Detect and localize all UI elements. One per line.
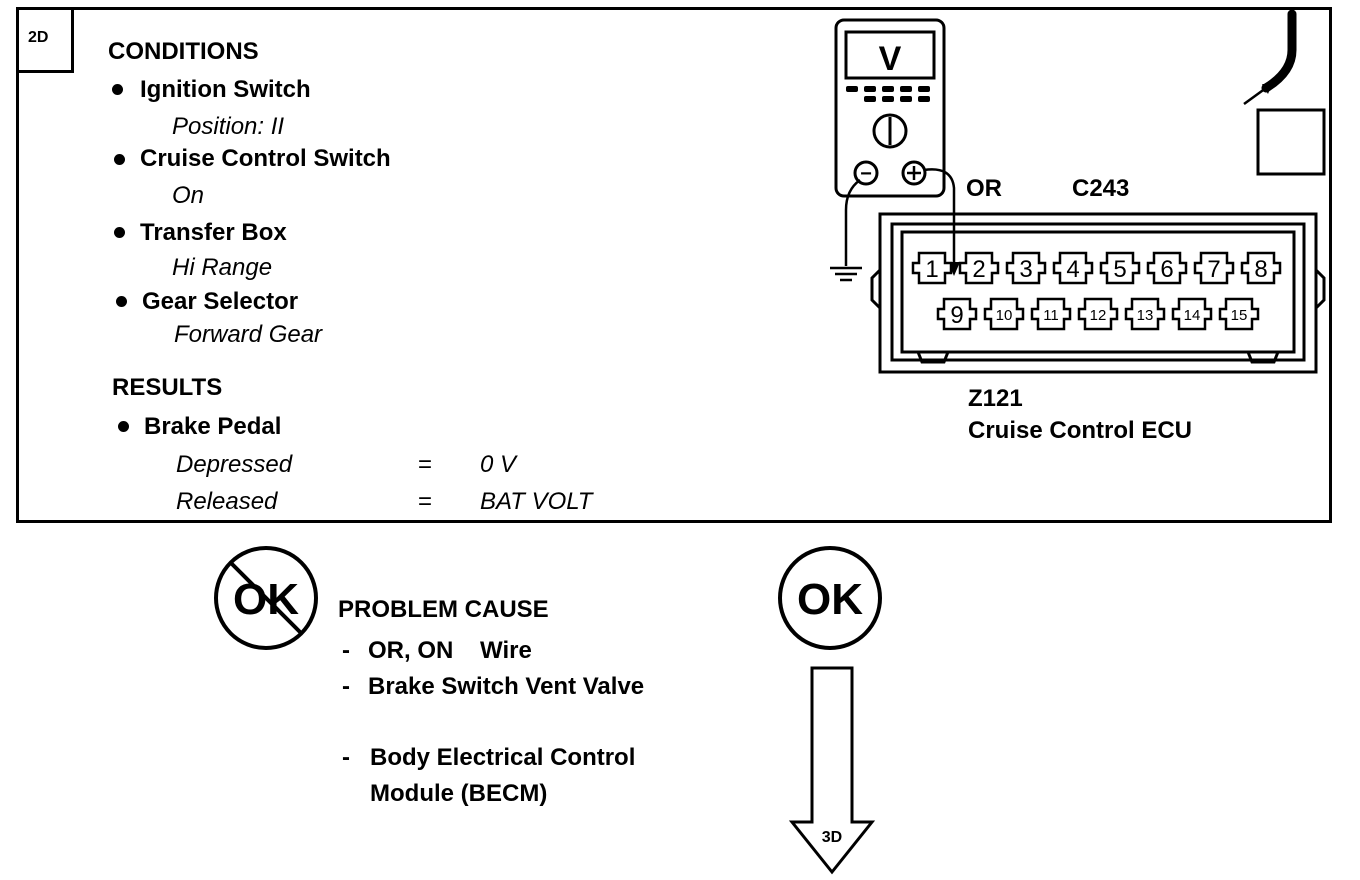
probe-lead xyxy=(923,168,956,270)
step-number-tab: 2D xyxy=(16,7,74,73)
next-step-label: 3D xyxy=(822,829,842,846)
ok-icon: OK xyxy=(778,546,882,650)
bullet-icon xyxy=(114,154,125,165)
connector-pins-bottom: 9 10 11 12 13 14 15 xyxy=(936,297,1260,331)
not-ok-icon: OK xyxy=(214,546,318,650)
connector-pin: 11 xyxy=(1030,297,1072,331)
connector-pin: 7 xyxy=(1193,251,1235,285)
result-equals: = xyxy=(418,451,433,478)
step-number: 2D xyxy=(28,29,49,46)
cause-dash: - xyxy=(342,637,350,664)
bullet-icon xyxy=(118,421,129,432)
condition-label: Ignition Switch xyxy=(140,76,311,103)
result-state: Depressed xyxy=(176,451,293,478)
connector-pin: 2 xyxy=(958,251,1000,285)
connector-pin-label: 13 xyxy=(1137,307,1154,324)
connector-pin-label: 7 xyxy=(1207,256,1220,283)
result-equals: = xyxy=(418,488,433,515)
test-step-panel xyxy=(16,7,1332,523)
meter-negative-terminal: − xyxy=(860,163,872,185)
cause-text: Brake Switch Vent Valve xyxy=(368,673,645,700)
cause-text: OR, ON Wire xyxy=(368,637,532,664)
connector-pin-label: 8 xyxy=(1254,256,1267,283)
component-id: Z121 xyxy=(968,385,1023,412)
condition-label: Gear Selector xyxy=(142,288,299,315)
condition-value: On xyxy=(172,182,205,209)
ground-lead xyxy=(830,178,862,282)
connector-c243 xyxy=(870,212,1326,374)
connector-pin: 15 xyxy=(1218,297,1260,331)
connector-pin-label: 4 xyxy=(1066,256,1079,283)
wire-color-label: OR xyxy=(966,175,1002,202)
connector-pin: 9 xyxy=(936,297,978,331)
condition-value: Forward Gear xyxy=(174,321,323,348)
connector-pin: 13 xyxy=(1124,297,1166,331)
bullet-icon xyxy=(114,227,125,238)
bullet-icon xyxy=(116,296,127,307)
connector-pin: 1 xyxy=(911,251,953,285)
connector-pin-label: 10 xyxy=(996,307,1013,324)
connector-pin: 8 xyxy=(1240,251,1282,285)
condition-value: Hi Range xyxy=(172,254,273,281)
connector-pin-label: 15 xyxy=(1231,307,1248,324)
conditions-heading: CONDITIONS xyxy=(108,38,259,65)
connector-pin-label: 14 xyxy=(1184,307,1201,324)
result-value: 0 V xyxy=(480,451,517,478)
connector-pin-label: 2 xyxy=(972,256,985,283)
connector-pin-label: 6 xyxy=(1160,256,1173,283)
connector-pin: 4 xyxy=(1052,251,1094,285)
ok-symbol: OK xyxy=(797,575,863,624)
component-name: Cruise Control ECU xyxy=(968,417,1192,444)
connector-pin-label: 12 xyxy=(1090,307,1107,324)
connector-pin: 3 xyxy=(1005,251,1047,285)
cause-text: Body Electrical Control xyxy=(370,744,636,771)
problem-cause-heading: PROBLEM CAUSE xyxy=(338,596,549,623)
bullet-icon xyxy=(112,84,123,95)
connector-pin-label: 5 xyxy=(1113,256,1126,283)
cause-text-line2: Module (BECM) xyxy=(370,780,548,807)
multimeter-icon xyxy=(834,18,946,198)
connector-pin: 5 xyxy=(1099,251,1141,285)
result-item: Brake Pedal xyxy=(144,413,282,440)
condition-label: Cruise Control Switch xyxy=(140,145,391,172)
connector-pin: 10 xyxy=(983,297,1025,331)
next-step-arrow-icon: 3D xyxy=(788,666,876,875)
connector-pin: 12 xyxy=(1077,297,1119,331)
connector-pin: 14 xyxy=(1171,297,1213,331)
cause-dash: - xyxy=(342,744,350,771)
results-heading: RESULTS xyxy=(112,374,223,401)
cause-dash: - xyxy=(342,673,350,700)
condition-value: Position: II xyxy=(172,113,285,140)
result-state: Released xyxy=(176,488,278,515)
connector-pins-top: 1 2 3 4 5 6 7 8 xyxy=(911,251,1282,285)
connector-pin-label: 3 xyxy=(1019,256,1032,283)
connector-id: C243 xyxy=(1072,175,1129,202)
harness-detail-icon xyxy=(1243,9,1326,176)
meter-display: V xyxy=(879,40,902,78)
result-value: BAT VOLT xyxy=(480,488,593,515)
connector-pin-label: 11 xyxy=(1043,307,1059,324)
connector-pin: 6 xyxy=(1146,251,1188,285)
connector-pin-label: 9 xyxy=(950,302,963,329)
condition-label: Transfer Box xyxy=(140,219,287,246)
connector-pin-label: 1 xyxy=(925,256,938,283)
